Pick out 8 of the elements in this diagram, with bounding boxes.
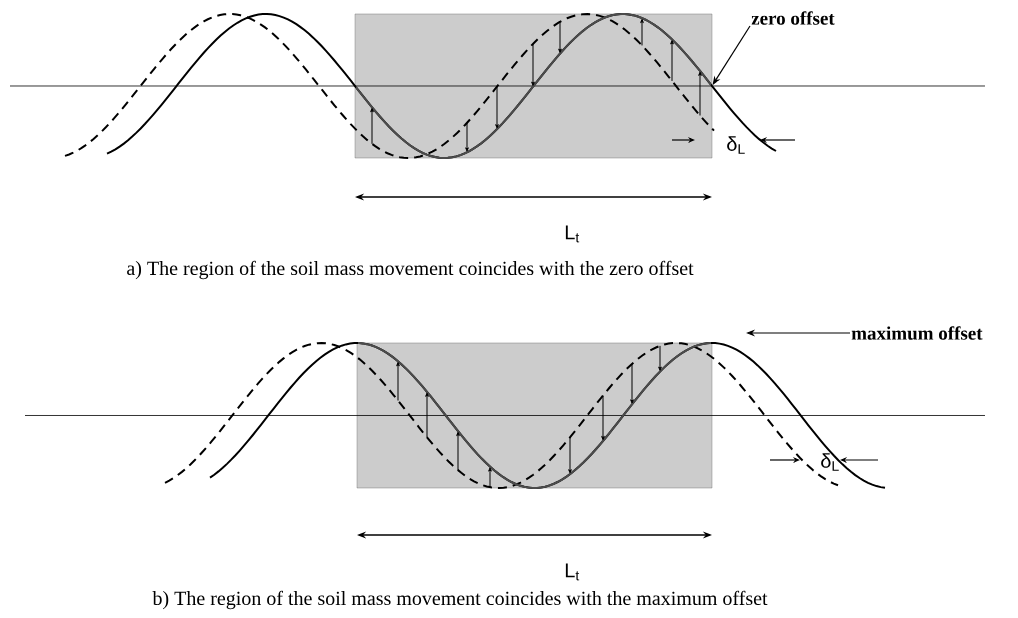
caption: b) The region of the soil mass movement coincides with the maximum offset — [152, 590, 768, 610]
dimension-label: δ$_{L}$ — [821, 453, 839, 471]
callout-text: maximum offset — [851, 326, 983, 340]
dimension-label: L$_{t}$ — [565, 563, 580, 581]
caption: a) The region of the soil mass movement coincides with the zero offset — [127, 260, 694, 280]
callout-text: zero offset — [751, 11, 835, 25]
dimension-label: δ$_{L}$ — [727, 136, 745, 154]
dimension-label: L$_{t}$ — [565, 225, 580, 243]
